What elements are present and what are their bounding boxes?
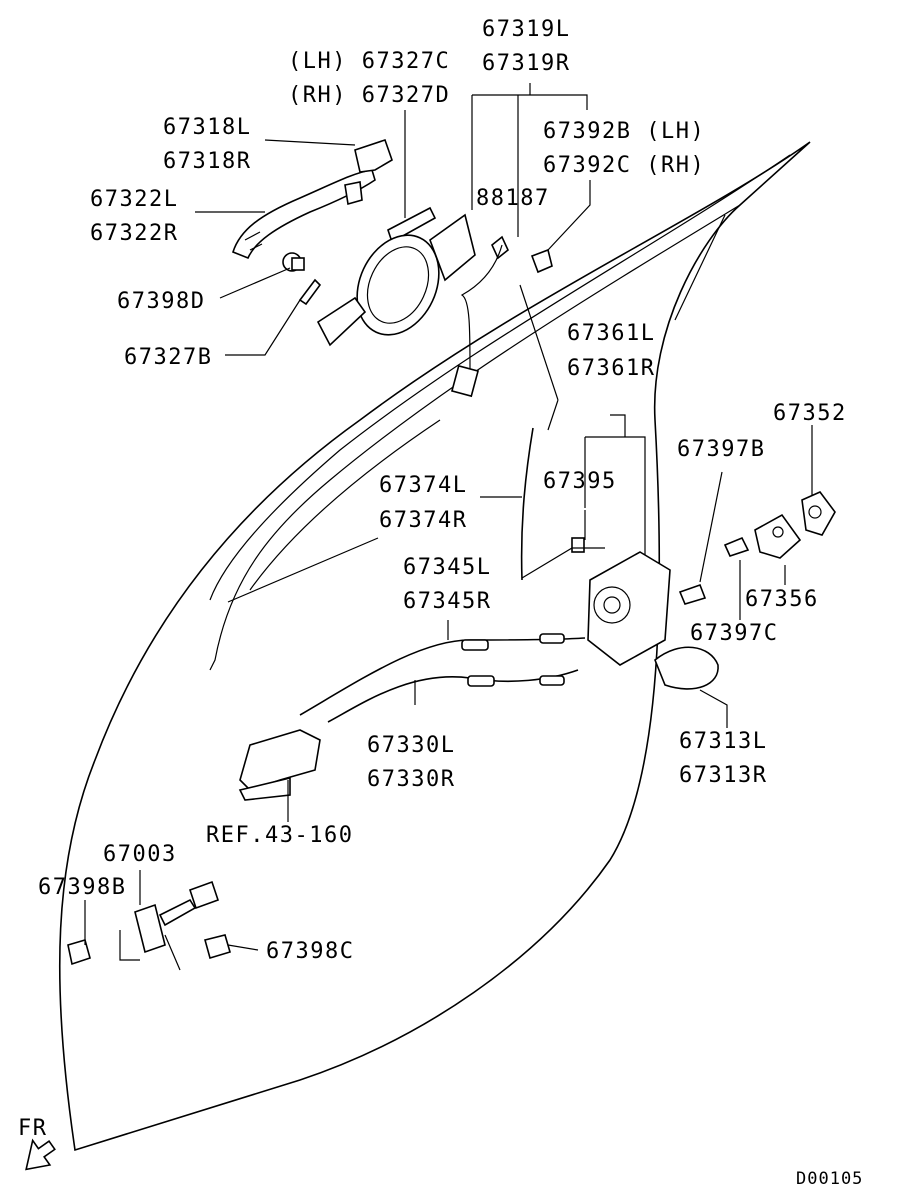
label-67322R: 67322R <box>90 221 178 246</box>
label-67313R: 67313R <box>679 763 767 788</box>
label-67318R: 67318R <box>163 149 251 174</box>
label-67356: 67356 <box>745 587 819 612</box>
screw-67398D <box>282 252 305 272</box>
outside-handle-part <box>232 138 393 260</box>
cables <box>299 633 586 723</box>
bolt-67397C <box>723 536 750 557</box>
label-67361L: 67361L <box>567 321 655 346</box>
door-panel-outline <box>58 141 811 1152</box>
label-67330R: 67330R <box>367 767 455 792</box>
part-labels: 67319L 67319R (LH) 67327C (RH) 67327D 67… <box>18 17 863 1187</box>
label-67345R: 67345R <box>403 589 491 614</box>
label-67374L: 67374L <box>379 473 467 498</box>
connector <box>450 364 480 398</box>
label-67327B: 67327B <box>124 345 212 370</box>
label-fr: FR <box>18 1116 48 1141</box>
label-67322L: 67322L <box>90 187 178 212</box>
clip-88187 <box>460 235 509 371</box>
label-67327C: (LH) 67327C <box>288 49 450 74</box>
label-67361R: 67361R <box>567 356 655 381</box>
striker-67356 <box>754 513 802 559</box>
bolt-67397B <box>678 583 707 605</box>
door-check-67003 <box>67 880 231 971</box>
handle-frame-part <box>316 213 476 347</box>
label-67319R: 67319R <box>482 51 570 76</box>
label-67397B: 67397B <box>677 437 765 462</box>
label-67398C: 67398C <box>266 939 354 964</box>
label-ref: REF.43-160 <box>206 823 353 848</box>
label-67398B: 67398B <box>38 875 126 900</box>
diagram-code: D00105 <box>796 1169 863 1187</box>
rod-67374 <box>519 284 559 581</box>
label-67327D: (RH) 67327D <box>288 83 450 108</box>
label-67392B: 67392B (LH) <box>543 119 705 144</box>
door-latch-part <box>571 537 671 666</box>
label-67392C: 67392C (RH) <box>543 153 705 178</box>
striker-67352 <box>801 491 836 536</box>
label-67319L: 67319L <box>482 17 570 42</box>
label-67003: 67003 <box>103 842 177 867</box>
label-67374R: 67374R <box>379 508 467 533</box>
label-67397C: 67397C <box>690 621 778 646</box>
handle-cap-part <box>387 206 437 244</box>
inside-handle-part <box>238 729 321 801</box>
label-88187: 88187 <box>476 186 550 211</box>
leader-lines <box>84 83 813 951</box>
gasket-67327B <box>298 278 322 306</box>
label-67330L: 67330L <box>367 733 455 758</box>
label-67398D: 67398D <box>117 289 205 314</box>
label-67313L: 67313L <box>679 729 767 754</box>
label-67318L: 67318L <box>163 115 251 140</box>
latch-cover-67313 <box>654 646 719 690</box>
label-67345L: 67345L <box>403 555 491 580</box>
clip-67392 <box>530 248 553 274</box>
label-67395: 67395 <box>543 469 617 494</box>
front-direction-arrow-icon <box>25 1138 56 1171</box>
label-67352: 67352 <box>773 401 847 426</box>
